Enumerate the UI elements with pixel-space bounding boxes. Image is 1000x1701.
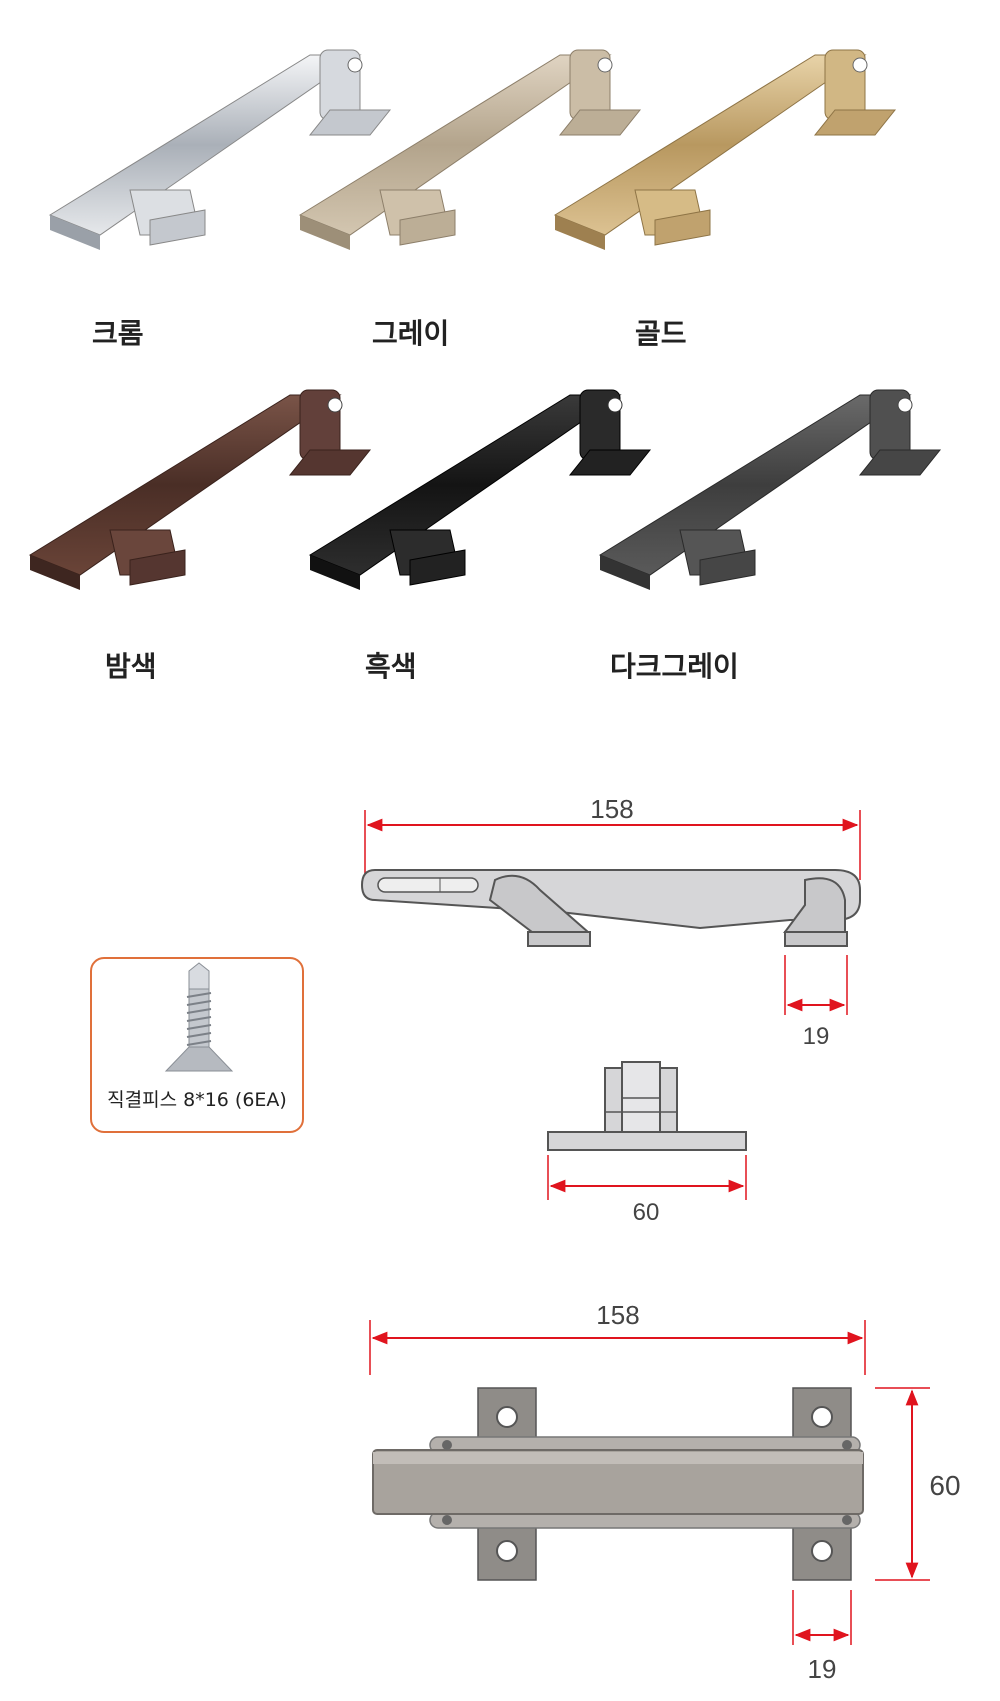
top-height-label: 60 [929, 1470, 960, 1501]
product-brown [20, 380, 410, 610]
product-darkgray [590, 380, 980, 610]
end-width-label: 60 [633, 1199, 660, 1226]
product-black [300, 380, 690, 610]
screw-caption: 직결피스 8*16 (6EA) [107, 1089, 287, 1111]
side-view-drawing [360, 810, 861, 1015]
color-label-gray: 그레이 [372, 317, 450, 350]
color-label-darkgray: 다크그레이 [610, 650, 739, 683]
top-length-label: 158 [596, 1300, 639, 1330]
side-length-label: 158 [590, 794, 633, 824]
screw-info-box: 직결피스 8*16 (6EA) [90, 957, 304, 1133]
color-label-gold: 골드 [635, 317, 687, 350]
color-label-black: 흑색 [365, 650, 417, 683]
top-view-drawing [369, 1320, 930, 1645]
product-chrome [40, 40, 430, 270]
color-label-chrome: 크롬 [92, 317, 144, 350]
product-gray [290, 40, 680, 270]
color-label-brown: 밤색 [105, 650, 157, 683]
top-foot-label: 19 [808, 1654, 837, 1684]
product-gold [545, 40, 935, 270]
screw-icon [164, 962, 234, 1072]
end-view-drawing [547, 1061, 747, 1200]
side-foot-label: 19 [803, 1023, 830, 1050]
